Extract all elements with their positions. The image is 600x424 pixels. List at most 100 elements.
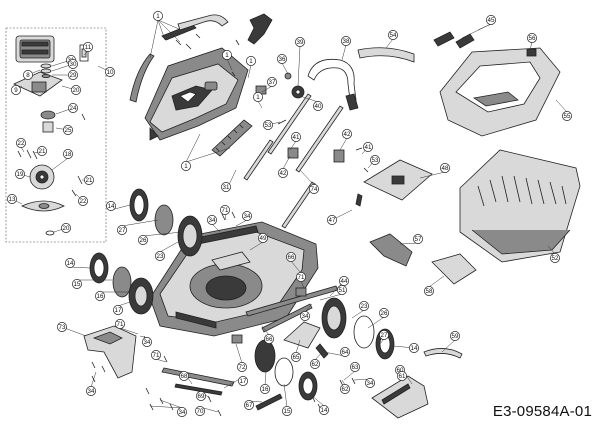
callout-54: 54 bbox=[388, 30, 398, 40]
callout-71: 71 bbox=[296, 272, 306, 282]
callout-label: 30 bbox=[70, 61, 77, 68]
callout-23: 23 bbox=[155, 251, 165, 261]
catcher-lid-part bbox=[433, 31, 561, 137]
callout-label: 69 bbox=[198, 393, 205, 400]
washers-part bbox=[40, 63, 52, 79]
top-cover-part bbox=[144, 47, 249, 141]
callout-8: 8 bbox=[23, 70, 33, 80]
callout-label: 1 bbox=[249, 58, 253, 65]
callout-label: 58 bbox=[426, 288, 433, 295]
callout-1: 1 bbox=[181, 161, 191, 171]
callout-label: 41 bbox=[365, 144, 372, 151]
callout-label: 29 bbox=[70, 72, 77, 79]
callout-label: 34 bbox=[88, 388, 95, 395]
callout-label: 18 bbox=[65, 151, 72, 158]
screws-motor-part bbox=[17, 113, 86, 236]
callout-label: 54 bbox=[390, 32, 397, 39]
callout-62: 62 bbox=[340, 384, 350, 394]
callout-label: 27 bbox=[381, 332, 388, 339]
callout-label: 27 bbox=[119, 227, 126, 234]
callout-label: 73 bbox=[59, 324, 66, 331]
callout-1: 1 bbox=[153, 11, 163, 21]
front-axle-part bbox=[161, 367, 283, 411]
callout-label: 51 bbox=[339, 287, 346, 294]
callout-27: 27 bbox=[379, 330, 389, 340]
callout-44: 44 bbox=[339, 276, 349, 286]
height-adjust-part bbox=[231, 285, 339, 359]
callout-14: 14 bbox=[65, 258, 75, 268]
callout-label: 45 bbox=[488, 17, 495, 24]
callout-label: 21 bbox=[86, 177, 93, 184]
callout-9: 9 bbox=[11, 85, 21, 95]
callout-label: 20 bbox=[63, 225, 70, 232]
callout-39: 39 bbox=[295, 37, 305, 47]
callout-label: 34 bbox=[367, 380, 374, 387]
callout-label: 25 bbox=[65, 127, 72, 134]
callout-34: 34 bbox=[207, 215, 217, 225]
callout-label: 48 bbox=[442, 165, 449, 172]
callout-label: 67 bbox=[246, 402, 253, 409]
callout-24: 24 bbox=[68, 103, 78, 113]
callout-42: 42 bbox=[278, 168, 288, 178]
callout-layer: 1111111103182930920242522211819212213203… bbox=[7, 11, 572, 417]
callout-34: 34 bbox=[300, 311, 310, 321]
callout-38: 38 bbox=[341, 36, 351, 46]
callout-20: 20 bbox=[61, 223, 71, 233]
callout-26: 26 bbox=[138, 235, 148, 245]
callout-65: 65 bbox=[291, 352, 301, 362]
callout-19: 19 bbox=[15, 169, 25, 179]
callout-34: 34 bbox=[142, 337, 152, 347]
callout-label: 37 bbox=[269, 79, 276, 86]
callout-label: 62 bbox=[312, 361, 319, 368]
callout-label: 34 bbox=[302, 313, 309, 320]
callout-63: 63 bbox=[350, 362, 360, 372]
callout-label: 74 bbox=[311, 186, 318, 193]
rear-flap-part bbox=[371, 375, 429, 419]
callout-34: 34 bbox=[365, 378, 375, 388]
callout-72: 72 bbox=[237, 362, 247, 372]
callout-21: 21 bbox=[37, 146, 47, 156]
callout-label: 70 bbox=[197, 408, 204, 415]
callout-20: 20 bbox=[71, 85, 81, 95]
callout-label: 19 bbox=[17, 171, 24, 178]
wheel-front-right-part bbox=[254, 339, 318, 401]
callout-label: 71 bbox=[222, 207, 229, 214]
callout-55: 55 bbox=[562, 111, 572, 121]
callout-67: 67 bbox=[244, 400, 254, 410]
cable-clip-part bbox=[357, 47, 415, 63]
callout-label: 63 bbox=[352, 364, 359, 371]
callout-label: 26 bbox=[140, 237, 147, 244]
callout-label: 36 bbox=[279, 56, 286, 63]
callout-label: 34 bbox=[179, 409, 186, 416]
callout-42: 42 bbox=[342, 129, 352, 139]
callout-57: 57 bbox=[413, 234, 423, 244]
callout-49: 49 bbox=[258, 233, 268, 243]
cover-side-trim-part bbox=[129, 13, 273, 103]
callout-label: 17 bbox=[240, 378, 247, 385]
callout-label: 26 bbox=[381, 310, 388, 317]
callout-label: 23 bbox=[361, 303, 368, 310]
callout-15: 15 bbox=[282, 406, 292, 416]
cooling-fan-part bbox=[40, 110, 56, 133]
callout-1: 1 bbox=[246, 56, 256, 66]
callout-27: 27 bbox=[117, 225, 127, 235]
spring-cover-part bbox=[211, 119, 253, 157]
callout-label: 53 bbox=[372, 157, 379, 164]
callout-1: 1 bbox=[222, 50, 232, 60]
callout-label: 22 bbox=[18, 140, 25, 147]
callout-18: 18 bbox=[63, 149, 73, 159]
callout-69: 69 bbox=[196, 391, 206, 401]
callout-74: 74 bbox=[309, 184, 319, 194]
callout-label: 41 bbox=[293, 134, 300, 141]
callout-label: 39 bbox=[297, 39, 304, 46]
callout-37: 37 bbox=[267, 77, 277, 87]
callout-label: 62 bbox=[342, 386, 349, 393]
callout-29: 29 bbox=[68, 70, 78, 80]
callout-label: 10 bbox=[107, 69, 114, 76]
callout-label: 24 bbox=[70, 105, 77, 112]
callout-label: 42 bbox=[280, 170, 287, 177]
callout-label: 66 bbox=[266, 336, 273, 343]
callout-label: 47 bbox=[329, 217, 336, 224]
callout-25: 25 bbox=[63, 125, 73, 135]
callout-30: 30 bbox=[68, 59, 78, 69]
